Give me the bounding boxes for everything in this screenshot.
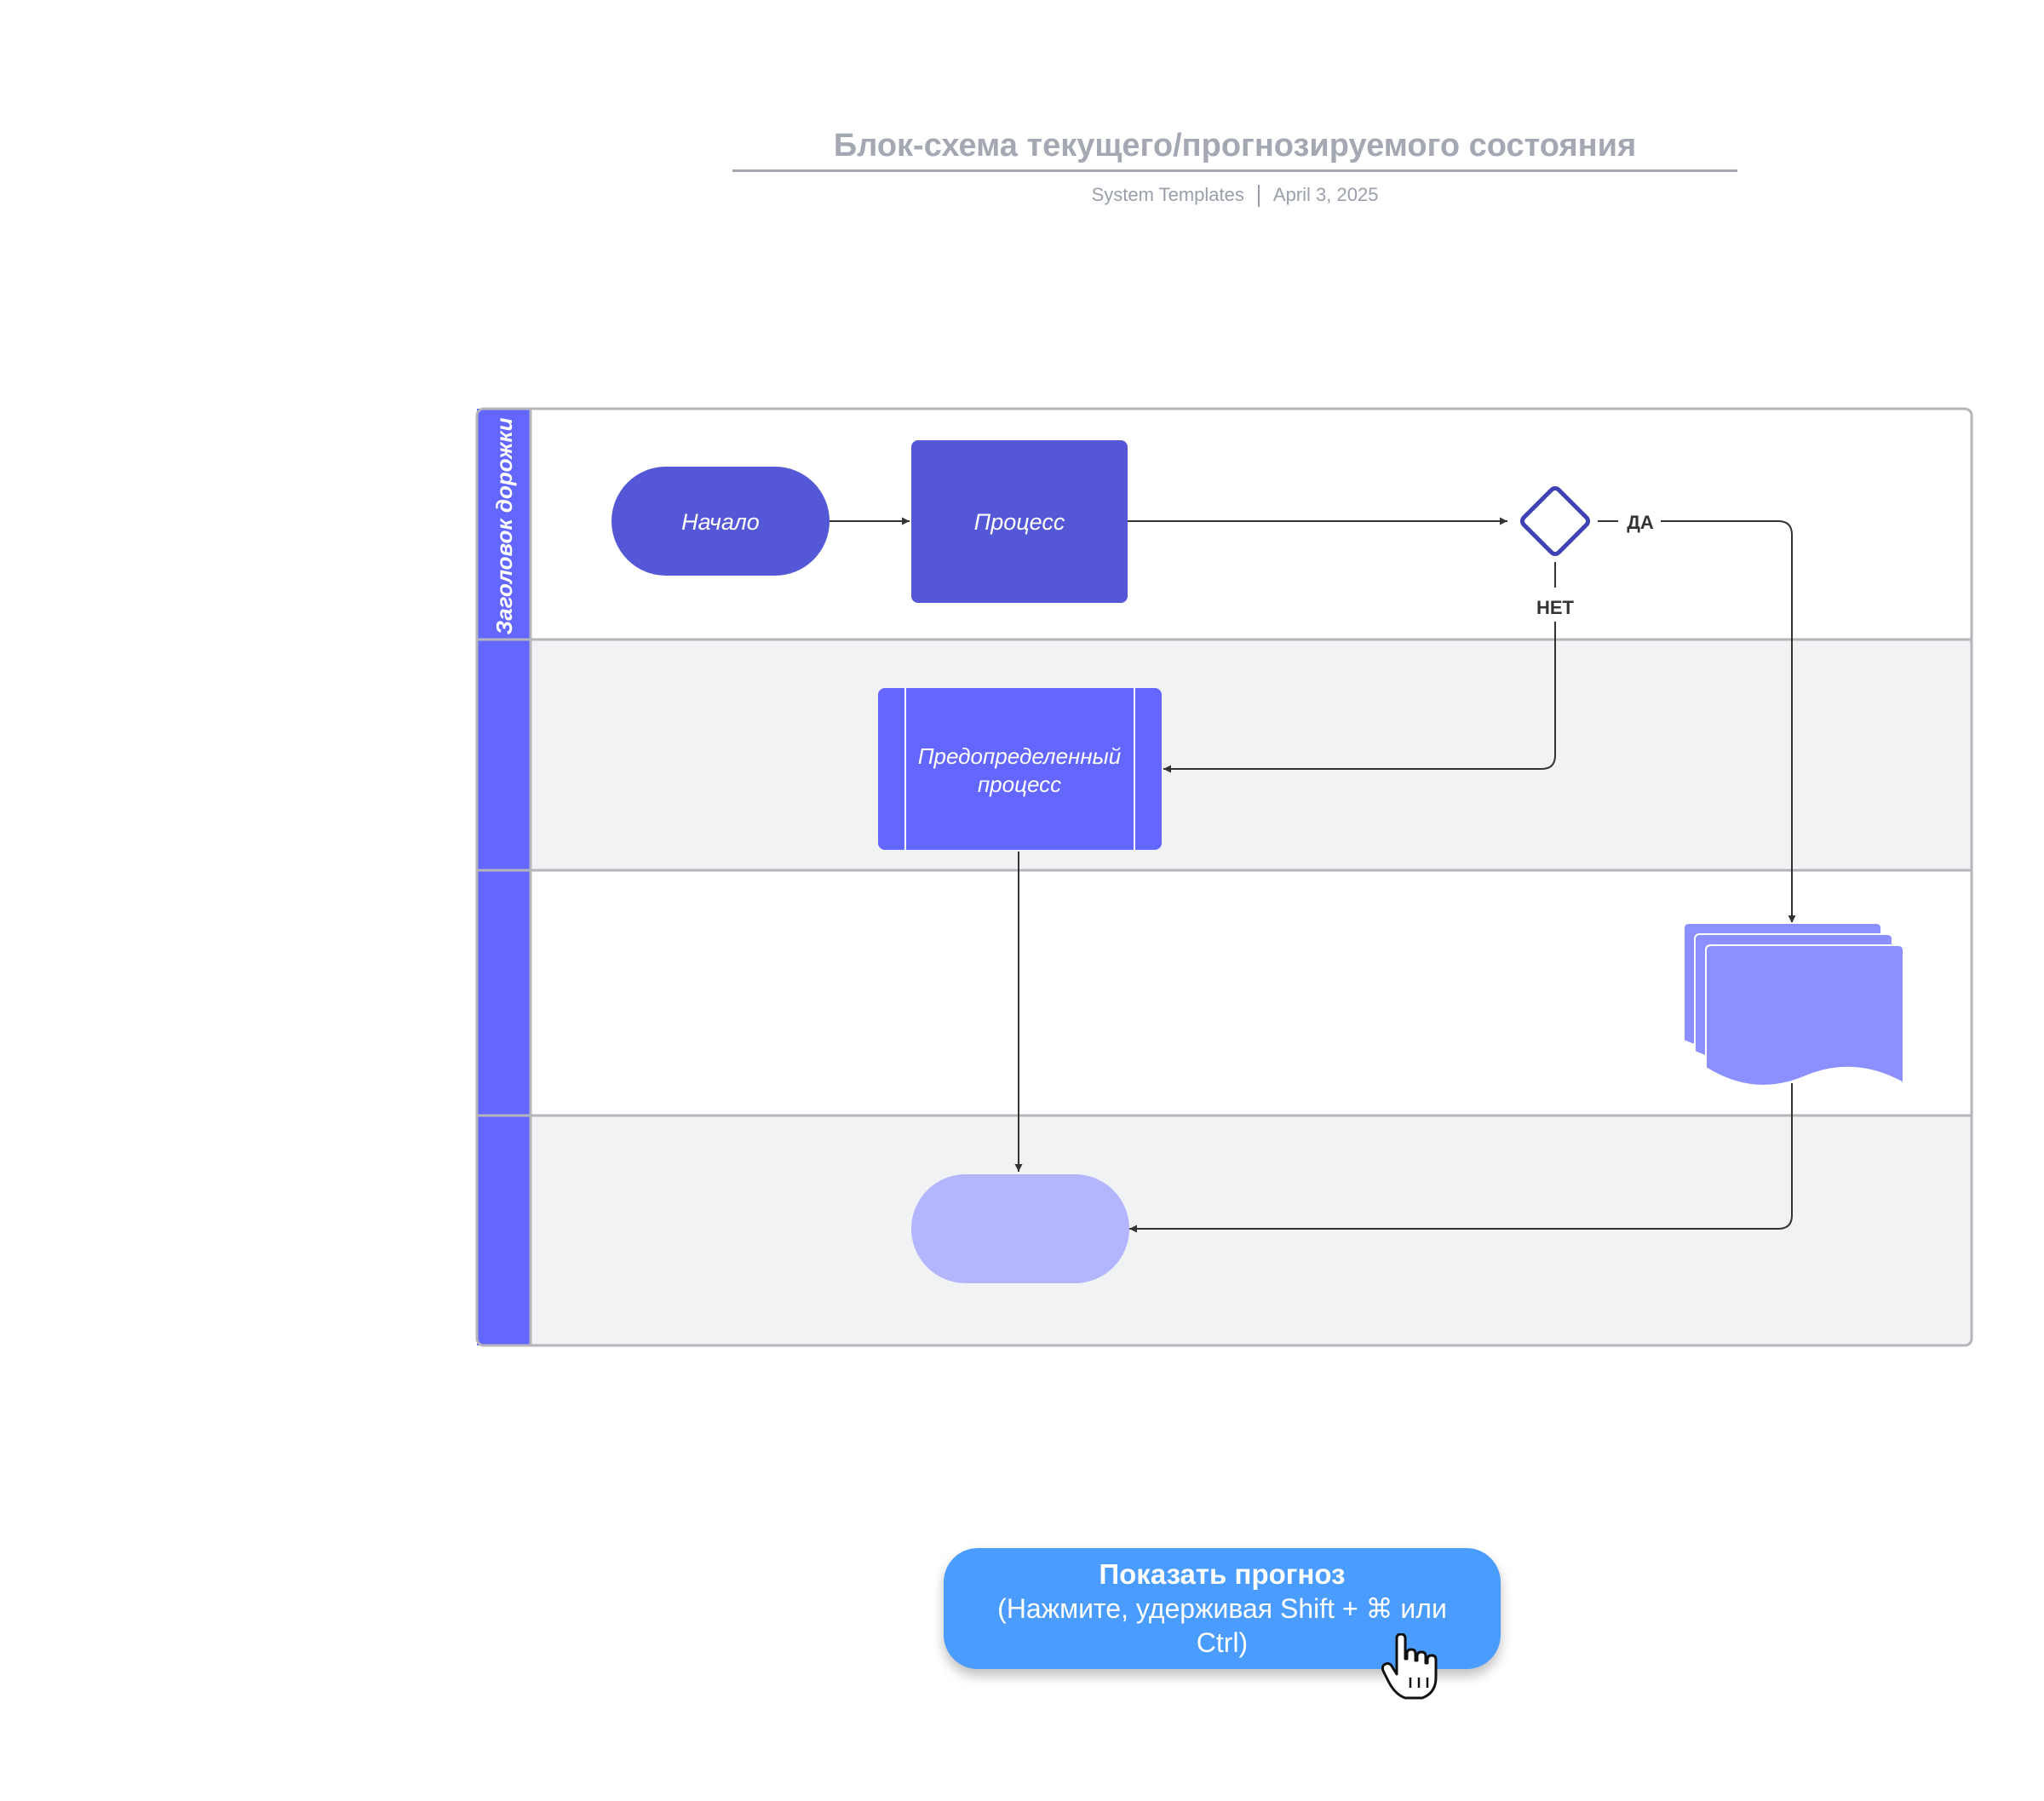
end-terminator[interactable] xyxy=(911,1174,1129,1283)
lane-header-2[interactable] xyxy=(477,640,531,870)
show-forecast-hint: (Нажмите, удерживая Shift + ⌘ или Ctrl) xyxy=(997,1593,1447,1658)
predefined-label-line1: Предопределенный xyxy=(918,743,1122,769)
multi-document[interactable] xyxy=(1683,922,1904,1087)
show-forecast-button[interactable]: Показать прогноз (Нажмите, удерживая Shi… xyxy=(944,1548,1501,1669)
meta-divider xyxy=(1257,185,1260,208)
document-sheet-front[interactable] xyxy=(1705,944,1904,1087)
diagram-title: Блок-схема текущего/прогнозируемого сост… xyxy=(732,128,1737,172)
connector-decision-yes[interactable] xyxy=(1598,520,1792,923)
start-terminator[interactable]: Начало xyxy=(611,467,830,576)
process-shape[interactable] xyxy=(911,440,1128,603)
hand-pointer-icon xyxy=(1381,1633,1438,1700)
no-label: НЕТ xyxy=(1536,597,1575,618)
diagram-header: Блок-схема текущего/прогнозируемого сост… xyxy=(732,128,1737,208)
process-label: Процесс xyxy=(974,509,1065,535)
start-label: Начало xyxy=(681,509,760,535)
lane-title: Заголовок дорожки xyxy=(491,417,517,634)
decision-diamond[interactable] xyxy=(1519,485,1591,557)
predefined-label-line2: процесс xyxy=(978,771,1061,797)
predefined-process-shape[interactable] xyxy=(878,688,1162,850)
connector-decision-no[interactable] xyxy=(1163,562,1556,769)
lane-header-3[interactable] xyxy=(477,870,531,1116)
show-forecast-title: Показать прогноз xyxy=(1099,1558,1346,1590)
start-terminator-shape[interactable] xyxy=(611,467,830,576)
lane-header-4[interactable] xyxy=(477,1116,531,1345)
connector-document-to-end[interactable] xyxy=(1129,1083,1793,1233)
lane-header-1[interactable] xyxy=(477,409,531,640)
connectors xyxy=(830,517,1793,1233)
end-terminator-shape[interactable] xyxy=(911,1174,1129,1283)
lane-2 xyxy=(531,640,1972,870)
predefined-process[interactable]: Предопределенный процесс xyxy=(878,688,1162,850)
lane-4 xyxy=(531,1116,1972,1345)
decision-shape[interactable] xyxy=(1519,485,1591,557)
swimlane-border xyxy=(475,407,1973,1347)
diagram-meta: System Templates April 3, 2025 xyxy=(732,184,1737,208)
process-box[interactable]: Процесс xyxy=(911,440,1128,603)
date-label: April 3, 2025 xyxy=(1272,184,1379,205)
author-label: System Templates xyxy=(1091,184,1244,205)
yes-label: ДА xyxy=(1627,512,1654,533)
